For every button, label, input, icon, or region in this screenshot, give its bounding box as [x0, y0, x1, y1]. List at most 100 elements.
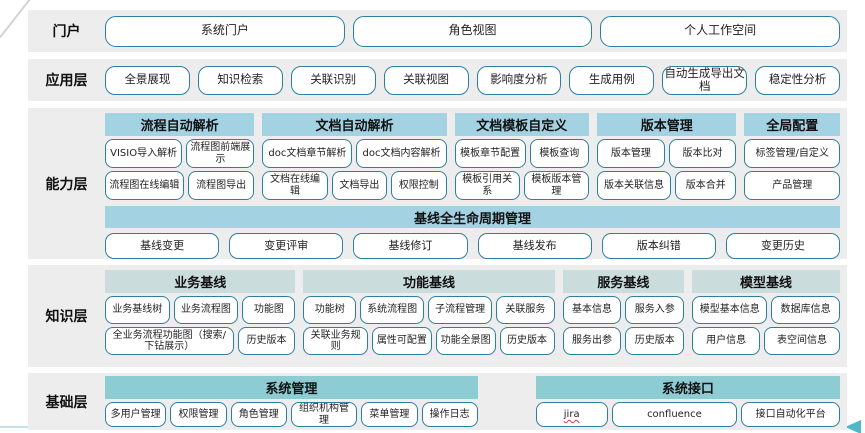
application-button[interactable]: 影响度分析 [476, 65, 562, 95]
feature-button[interactable]: 文档导出 [331, 171, 388, 200]
baseline-button[interactable]: 基线变更 [105, 233, 220, 259]
group-header: 流程自动解析 [105, 113, 255, 136]
feature-button[interactable]: 流程图在线编辑 [105, 171, 184, 200]
button-row: 版本关联信息版本合并 [597, 171, 737, 200]
group-1: 功能基线功能树系统流程图子流程管理关联服务关联业务规则属性可配置功能全景图历史版… [303, 270, 555, 355]
feature-button[interactable]: 系统流程图 [360, 296, 425, 324]
group-4: 全局配置标签管理/自定义产品管理 [744, 113, 840, 200]
feature-button[interactable]: 菜单管理 [361, 402, 418, 427]
feature-button[interactable]: 版本管理 [597, 139, 665, 168]
feature-button[interactable]: 历史版本 [625, 327, 685, 355]
feature-button[interactable]: 模板章节配置 [454, 139, 526, 168]
feature-button[interactable]: 基本信息 [562, 296, 622, 324]
layer-label-knowledge: 知识层 [45, 309, 88, 325]
feature-button[interactable]: jira [535, 402, 608, 427]
feature-button[interactable]: 数据库信息 [771, 296, 840, 324]
button-row: 服务出参历史版本 [562, 327, 685, 355]
baseline-buttons-row: 基线变更变更评审基线修订基线发布版本纠错变更历史 [105, 233, 841, 259]
feature-button[interactable]: VISIO导入解析 [105, 139, 183, 168]
feature-button[interactable]: 功能图 [242, 296, 296, 324]
application-button[interactable]: 知识检索 [197, 65, 283, 95]
group-header: 文档自动解析 [262, 113, 447, 136]
feature-button[interactable]: 模型基本信息 [692, 296, 768, 324]
layer-label-portal: 门户 [52, 24, 81, 40]
baseline-button[interactable]: 基线发布 [477, 233, 592, 259]
feature-button[interactable]: 组织机构管理 [290, 402, 358, 427]
button-row: 模型基本信息数据库信息 [692, 296, 840, 324]
feature-button[interactable]: 服务入参 [625, 296, 685, 324]
group-header: 业务基线 [105, 270, 296, 293]
feature-button[interactable]: doc文档章节解析 [262, 139, 353, 168]
feature-button[interactable]: 版本合并 [675, 171, 737, 200]
application-button[interactable]: 关联识别 [290, 65, 376, 95]
layer-label-application: 应用层 [45, 73, 88, 89]
feature-button[interactable]: 关联业务规则 [303, 327, 368, 355]
feature-button[interactable]: 服务出参 [562, 327, 622, 355]
button-row: 文档在线编辑文档导出权限控制 [262, 171, 447, 200]
feature-button[interactable]: 业务流程图 [173, 296, 239, 324]
layer-band-knowledge: 知识层 业务基线业务基线树业务流程图功能图全业务流程功能图（搜索/下钻展示）历史… [28, 265, 847, 367]
baseline-button[interactable]: 变更评审 [229, 233, 344, 259]
layer-label-capability: 能力层 [45, 176, 88, 193]
feature-button[interactable]: 关联服务 [496, 296, 555, 324]
application-button[interactable]: 关联视图 [383, 65, 469, 95]
button-row: 用户信息表空间信息 [692, 327, 840, 355]
feature-button[interactable]: 权限控制 [391, 171, 447, 200]
feature-button[interactable]: 业务基线树 [105, 296, 170, 324]
feature-button[interactable]: 历史版本 [237, 327, 296, 355]
baseline-button[interactable]: 基线修订 [353, 233, 468, 259]
feature-button[interactable]: 历史版本 [499, 327, 555, 355]
feature-button[interactable]: 属性可配置 [371, 327, 432, 355]
group-header: 功能基线 [303, 270, 555, 293]
feature-button[interactable]: 文档在线编辑 [262, 171, 328, 200]
feature-button[interactable]: 模板引用关系 [454, 171, 520, 200]
portal-button[interactable]: 个人工作空间 [600, 15, 841, 47]
portal-buttons-row: 系统门户角色视图个人工作空间 [105, 10, 847, 52]
application-button[interactable]: 生成用例 [569, 65, 655, 95]
feature-button[interactable]: 操作日志 [421, 402, 478, 427]
feature-button[interactable]: 模板查询 [529, 139, 589, 168]
feature-button[interactable]: 角色管理 [230, 402, 287, 427]
feature-button[interactable]: 用户信息 [692, 327, 761, 355]
baseline-button[interactable]: 变更历史 [725, 233, 841, 259]
application-button[interactable]: 全景展现 [105, 65, 190, 95]
application-button[interactable]: 自动生成导出文档 [662, 65, 748, 95]
feature-button[interactable]: 产品管理 [744, 171, 840, 200]
button-row: 基本信息服务入参 [562, 296, 685, 324]
portal-button[interactable]: 角色视图 [352, 15, 593, 47]
feature-button[interactable]: 标签管理/自定义 [744, 139, 840, 168]
baseline-banner: 基线全生命周期管理 [105, 206, 840, 228]
feature-button[interactable]: doc文档内容解析 [356, 139, 447, 168]
feature-button[interactable]: 功能树 [303, 296, 357, 324]
feature-button[interactable]: confluence [611, 402, 738, 427]
baseline-button[interactable]: 版本纠错 [601, 233, 716, 259]
button-row: 全业务流程功能图（搜索/下钻展示）历史版本 [105, 327, 296, 355]
button-row: 关联业务规则属性可配置功能全景图历史版本 [303, 327, 555, 355]
application-button[interactable]: 稳定性分析 [755, 65, 840, 95]
feature-button[interactable]: 子流程管理 [428, 296, 493, 324]
feature-button[interactable]: 流程图导出 [187, 171, 255, 200]
feature-button[interactable]: 全业务流程功能图（搜索/下钻展示） [105, 327, 234, 355]
feature-button[interactable]: 多用户管理 [105, 402, 167, 427]
feature-button[interactable]: 功能全景图 [435, 327, 496, 355]
feature-button[interactable]: 版本比对 [668, 139, 737, 168]
button-row: 功能树系统流程图子流程管理关联服务 [303, 296, 555, 324]
feature-button[interactable]: 版本关联信息 [597, 171, 672, 200]
feature-button[interactable]: 接口自动化平台 [741, 402, 840, 427]
feature-button[interactable]: 流程图前端展示 [186, 139, 255, 168]
group-header: 全局配置 [744, 113, 840, 136]
feature-button[interactable]: 权限管理 [170, 402, 227, 427]
portal-button[interactable]: 系统门户 [105, 15, 345, 47]
feature-button[interactable]: 模板版本管理 [523, 171, 590, 200]
group-0: 流程自动解析 VISIO导入解析流程图前端展示流程图在线编辑流程图导出 [105, 113, 255, 200]
application-buttons-row: 全景展现知识检索关联识别关联视图影响度分析生成用例自动生成导出文档稳定性分析 [105, 59, 847, 101]
button-row: 多用户管理权限管理角色管理组织机构管理菜单管理操作日志 [105, 402, 478, 427]
button-row: 产品管理 [744, 171, 840, 200]
group-header: 服务基线 [562, 270, 685, 293]
feature-button[interactable]: 表空间信息 [764, 327, 840, 355]
button-row: 模板引用关系模板版本管理 [454, 171, 590, 200]
